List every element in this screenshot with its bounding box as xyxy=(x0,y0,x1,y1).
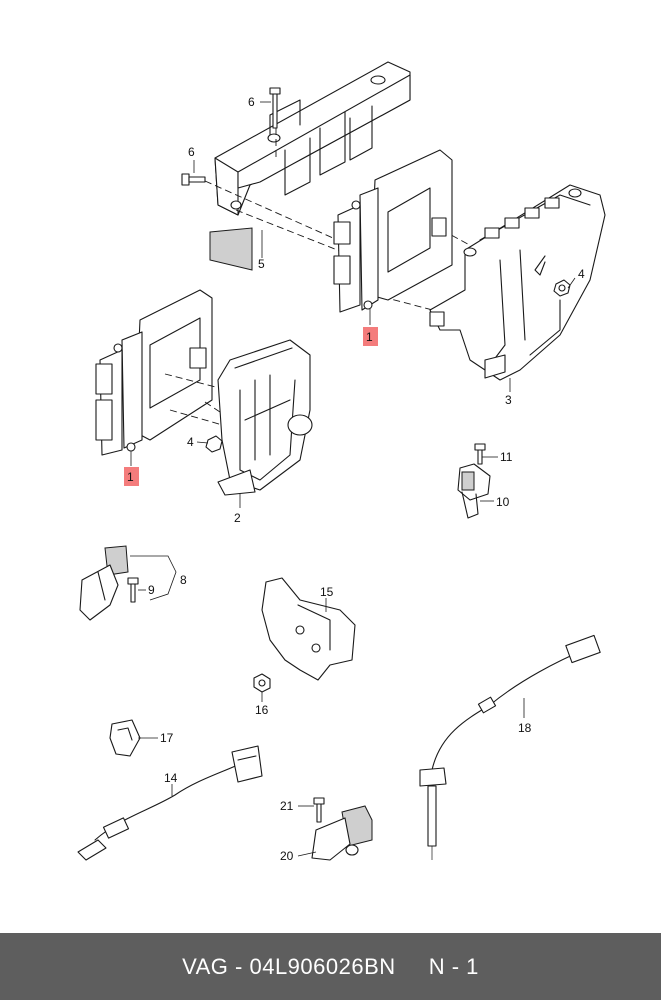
footer-separator: - xyxy=(228,953,250,979)
sensor-part-20 xyxy=(311,805,373,861)
callout-11: 11 xyxy=(500,450,513,464)
footer-part-number: 04L906026BN xyxy=(249,953,396,979)
bracket-part-5 xyxy=(209,61,411,271)
nut-part-4-upper xyxy=(553,279,571,297)
parts-diagram: 1 1 2 3 4 4 5 6 6 8 9 10 11 14 15 16 17 … xyxy=(77,61,606,863)
callout-14: 14 xyxy=(164,771,178,785)
callout-3: 3 xyxy=(505,393,512,407)
callout-6-left: 6 xyxy=(188,145,195,159)
sensor-part-10 xyxy=(457,463,491,519)
bolt-part-6-left xyxy=(181,173,206,186)
footer-brand: VAG xyxy=(182,953,229,979)
bolt-part-11 xyxy=(474,443,486,465)
bracket-part-15 xyxy=(261,577,356,681)
footer-spacer xyxy=(396,954,429,980)
callout-1-lower: 1 xyxy=(127,470,134,484)
clip-part-17 xyxy=(109,719,141,757)
callout-21: 21 xyxy=(280,799,294,813)
callout-4-lower: 4 xyxy=(187,435,194,449)
holder-part-2 xyxy=(217,339,313,496)
callout-16: 16 xyxy=(255,703,269,717)
ecu-part-1-upper xyxy=(333,149,453,313)
callout-15: 15 xyxy=(320,585,334,599)
footer-bar: VAG - 04L906026BN N - 1 xyxy=(0,933,661,1000)
callout-9: 9 xyxy=(148,583,155,597)
bolt-part-6-top xyxy=(269,87,281,129)
footer-page: N - 1 xyxy=(428,953,479,979)
bolt-part-21 xyxy=(313,797,325,823)
callout-6-top: 6 xyxy=(248,95,255,109)
callout-8: 8 xyxy=(180,573,187,587)
sensor-part-14 xyxy=(77,745,263,861)
callout-2: 2 xyxy=(234,511,241,525)
callout-10: 10 xyxy=(496,495,510,509)
highlight-marker-lower xyxy=(124,467,139,486)
nut-part-4-lower xyxy=(205,435,223,453)
callout-20: 20 xyxy=(280,849,294,863)
bracket-part-3 xyxy=(429,184,606,381)
ecu-part-1-lower xyxy=(95,289,213,456)
callout-18: 18 xyxy=(518,721,532,735)
bolt-part-9 xyxy=(127,577,139,603)
callout-5: 5 xyxy=(258,257,265,271)
highlight-marker-upper xyxy=(363,327,378,346)
probe-part-18 xyxy=(419,634,601,860)
callout-4-upper: 4 xyxy=(578,267,585,281)
sensor-part-8 xyxy=(79,545,129,621)
nut-part-16 xyxy=(253,673,271,693)
callout-1-upper: 1 xyxy=(366,330,373,344)
callout-17: 17 xyxy=(160,731,174,745)
